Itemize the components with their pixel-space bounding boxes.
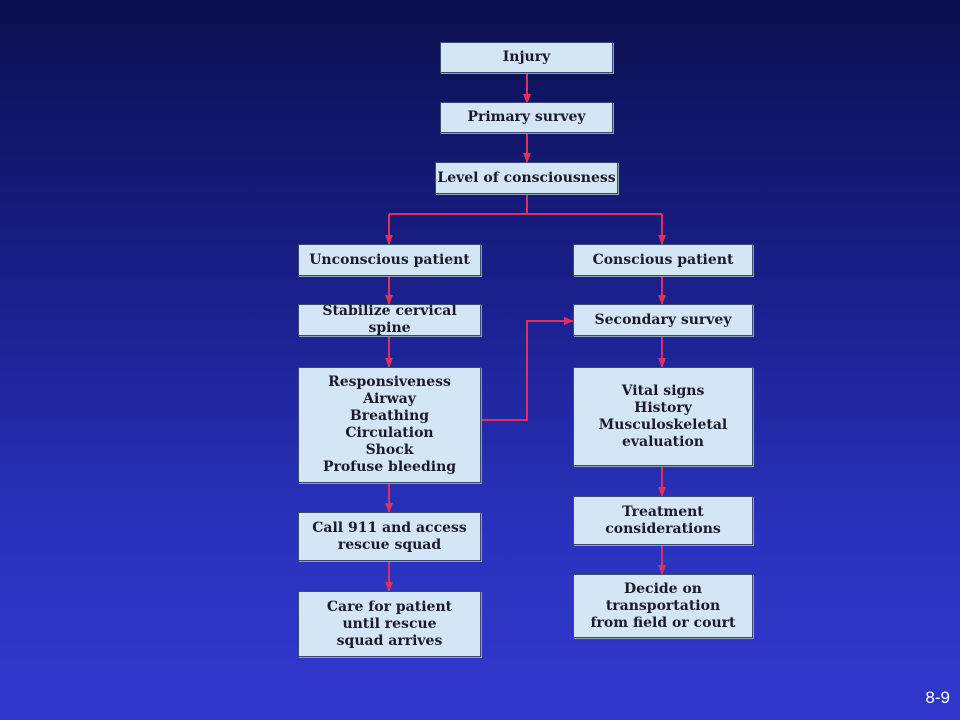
node-label: Level of consciousness bbox=[437, 169, 616, 186]
node-conscious-patient: Conscious patient bbox=[573, 244, 753, 276]
node-vital-signs: Vital signs History Musculoskeletal eval… bbox=[573, 367, 753, 466]
node-call-911: Call 911 and access rescue squad bbox=[298, 512, 481, 561]
node-label: Vital signs History Musculoskeletal eval… bbox=[598, 382, 728, 450]
arrow-checklist-to-secondary bbox=[481, 317, 574, 421]
node-label: Call 911 and access rescue squad bbox=[312, 519, 467, 553]
node-injury: Injury bbox=[440, 42, 613, 73]
node-label: Secondary survey bbox=[594, 311, 732, 328]
node-primary-survey: Primary survey bbox=[440, 102, 613, 133]
node-label: Unconscious patient bbox=[309, 251, 470, 268]
node-level-of-consciousness: Level of consciousness bbox=[435, 162, 618, 194]
node-label: Injury bbox=[502, 49, 551, 65]
node-label: Treatment considerations bbox=[605, 503, 721, 537]
node-label: Responsiveness Airway Breathing Circulat… bbox=[322, 374, 457, 475]
node-label: Stabilize cervical spine bbox=[322, 303, 457, 336]
node-treatment-considerations: Treatment considerations bbox=[573, 496, 753, 545]
node-label: Conscious patient bbox=[592, 251, 734, 268]
node-care-for-patient: Care for patient until rescue squad arri… bbox=[298, 591, 481, 657]
node-unconscious-patient: Unconscious patient bbox=[298, 244, 481, 276]
node-label: Care for patient until rescue squad arri… bbox=[326, 598, 453, 649]
node-secondary-survey: Secondary survey bbox=[573, 304, 753, 336]
slide-number: 8-9 bbox=[925, 688, 950, 707]
node-label: Decide on transportation from field or c… bbox=[590, 580, 736, 631]
node-assessment-checklist: Responsiveness Airway Breathing Circulat… bbox=[298, 367, 481, 483]
node-label: Primary survey bbox=[467, 109, 586, 125]
node-stabilize-cervical-spine: Stabilize cervical spine bbox=[298, 303, 481, 336]
node-decide-on-transportation: Decide on transportation from field or c… bbox=[573, 574, 753, 638]
